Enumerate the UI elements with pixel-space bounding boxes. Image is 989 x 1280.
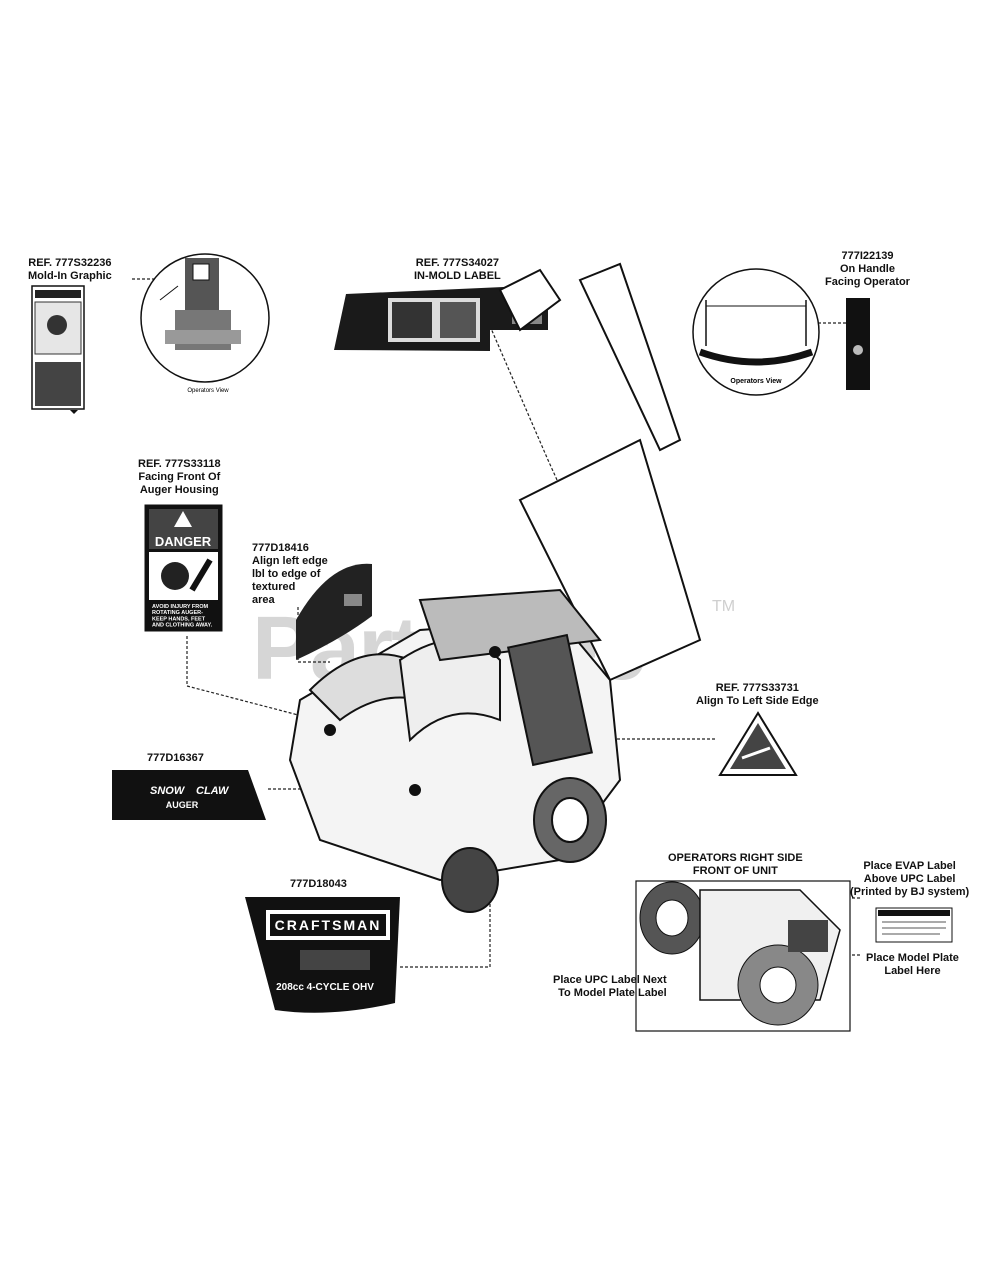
engine-callout: 777D18043	[290, 878, 347, 891]
callout-text: OPERATORS RIGHT SIDE	[668, 852, 803, 864]
ref-number: REF. 777S32236	[28, 257, 112, 269]
ref-number: REF. 777S34027	[415, 257, 499, 269]
ref-number: 777I22139	[841, 250, 894, 262]
callout-text: IN-MOLD LABEL	[414, 270, 501, 282]
callout-text: FRONT OF UNIT	[692, 865, 778, 877]
callout-text: Place Model Plate	[866, 952, 959, 964]
snow-claw-decal: SNOW CLAW AUGER	[112, 770, 266, 820]
danger-warning-line: AND CLOTHING AWAY.	[152, 623, 213, 629]
ref-number: 777D18043	[290, 878, 347, 890]
ref-number: 777D18416	[252, 542, 309, 554]
upc-callout: Place UPC Label Next To Model Plate Labe…	[553, 974, 667, 1000]
textured-area-decal	[296, 563, 372, 660]
engine-text: 208cc 4-CYCLE OHV	[276, 982, 374, 993]
callout-text: Place UPC Label Next	[553, 974, 667, 986]
left-side-callout: REF. 777S33731 Align To Left Side Edge	[696, 682, 819, 708]
callout-text: lbl to edge of	[252, 568, 321, 580]
danger-warning-line: ROTATING AUGER-	[152, 610, 203, 616]
watermark-trademark: TM	[712, 598, 736, 615]
in-mold-callout: REF. 777S34027 IN-MOLD LABEL	[414, 257, 501, 283]
callout-text: Above UPC Label	[863, 873, 956, 885]
callout-text: Align To Left Side Edge	[696, 695, 819, 707]
snow-claw-text: SNOW	[150, 785, 186, 797]
handle-decal	[846, 298, 870, 390]
snow-blower	[288, 262, 702, 913]
danger-title-text: DANGER	[155, 534, 212, 549]
mold-in-decal-thumb	[31, 285, 85, 414]
callout-text: area	[252, 594, 275, 606]
danger-warning-line: AVOID INJURY FROM	[152, 604, 209, 610]
danger-warning-line: KEEP HANDS, FEET	[152, 616, 206, 622]
model-plate-callout: Place Model Plate Label Here	[866, 952, 959, 978]
operators-view-text: Operators View	[730, 378, 782, 385]
handle-detail: Operators View	[692, 268, 820, 396]
engine-decal: CRAFTSMAN 208cc 4-CYCLE OHV	[245, 897, 400, 1013]
snow-claw-callout: 777D16367	[147, 752, 204, 765]
ref-number: REF. 777S33118	[138, 458, 221, 470]
auger-front-callout: REF. 777S33118 Facing Front Of Auger Hou…	[138, 458, 221, 497]
callout-text: Place EVAP Label	[863, 860, 956, 872]
align-left-callout: 777D18416 Align left edge lbl to edge of…	[252, 542, 328, 607]
right-side-callout: OPERATORS RIGHT SIDE FRONT OF UNIT	[668, 852, 803, 878]
operators-view-small-text: Operators View	[187, 388, 229, 394]
callout-text: Auger Housing	[139, 484, 219, 496]
callout-text: Align left edge	[252, 555, 328, 567]
callout-text: Facing Front Of	[138, 471, 221, 483]
evap-callout: Place EVAP Label Above UPC Label (Printe…	[850, 860, 969, 899]
handle-callout: 777I22139 On Handle Facing Operator	[825, 250, 910, 289]
ref-number: 777D16367	[147, 752, 204, 764]
callout-text: Facing Operator	[825, 276, 910, 288]
callout-text: Label Here	[884, 965, 941, 977]
callout-text: Mold-In Graphic	[28, 270, 112, 282]
left-side-warning-decal	[718, 711, 798, 776]
callout-text: (Printed by BJ system)	[850, 886, 970, 898]
mold-in-callout: REF. 777S32236 Mold-In Graphic	[28, 257, 112, 283]
evap-label-sample	[875, 907, 953, 943]
ref-number: REF. 777S33731	[715, 682, 799, 694]
right-side-detail	[635, 880, 851, 1032]
callout-text: On Handle	[839, 263, 895, 275]
callout-text: textured	[252, 581, 296, 593]
mold-in-detail	[140, 253, 270, 383]
brand-text: CRAFTSMAN	[275, 917, 382, 933]
callout-text: To Model Plate Label	[558, 987, 667, 999]
snow-claw-text: CLAW	[196, 785, 230, 797]
snow-claw-text: AUGER	[166, 800, 199, 810]
